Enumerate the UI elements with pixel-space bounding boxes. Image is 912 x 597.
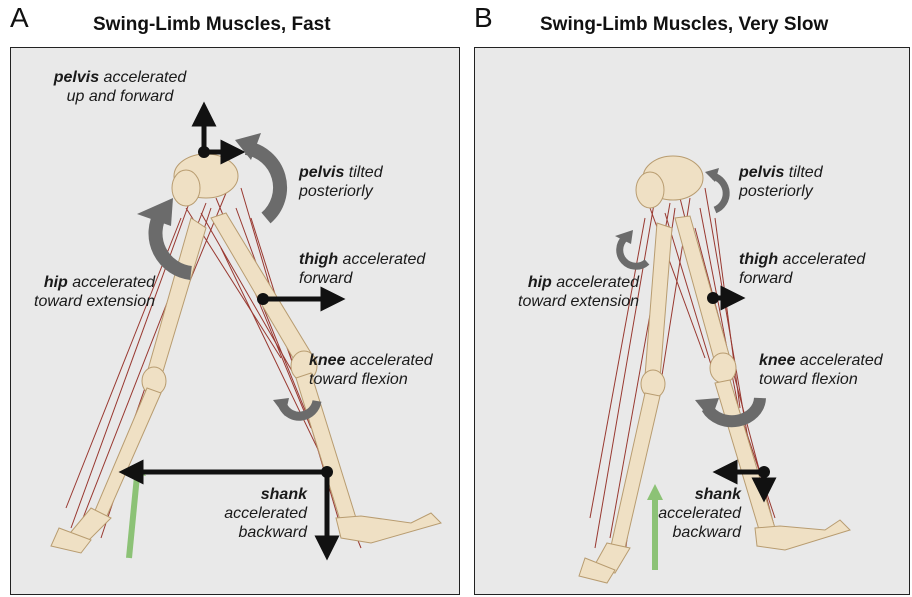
- shank-label: shank accelerated backward: [201, 485, 307, 542]
- panel-b-letter: B: [474, 2, 493, 34]
- pelvis-com-dot: [198, 146, 210, 158]
- hip-label: hip accelerated toward extension: [495, 273, 639, 311]
- pelvis-acceleration-arrows: [204, 114, 233, 152]
- pelvis-acceleration-label: pelvis accelerated up and forward: [25, 68, 215, 106]
- panel-a-title: Swing-Limb Muscles, Fast: [93, 14, 331, 36]
- panel-b: pelvis tilted posteriorly thigh accelera…: [474, 47, 910, 595]
- knee-label: knee accelerated toward flexion: [759, 351, 883, 389]
- shank-label: shank accelerated backward: [635, 485, 741, 542]
- panel-b-title: Swing-Limb Muscles, Very Slow: [540, 14, 828, 36]
- panel-a: pelvis accelerated up and forward pelvis…: [10, 47, 460, 595]
- shank-com-dot: [321, 466, 333, 478]
- thigh-label: thigh accelerated forward: [739, 250, 865, 288]
- pelvis-tilt-curved-arrow: [235, 133, 280, 218]
- pelvis-tilt-label: pelvis tilted posteriorly: [739, 163, 823, 201]
- thigh-label: thigh accelerated forward: [299, 250, 425, 288]
- hip-label: hip accelerated toward extension: [13, 273, 155, 311]
- shank-com-dot: [758, 466, 770, 478]
- knee-label: knee accelerated toward flexion: [309, 351, 433, 389]
- thigh-acceleration-arrow: [707, 292, 733, 304]
- panel-a-letter: A: [10, 2, 29, 34]
- pelvis-tilt-label: pelvis tilted posteriorly: [299, 163, 383, 201]
- ground-reaction-force-arrow: [129, 464, 146, 558]
